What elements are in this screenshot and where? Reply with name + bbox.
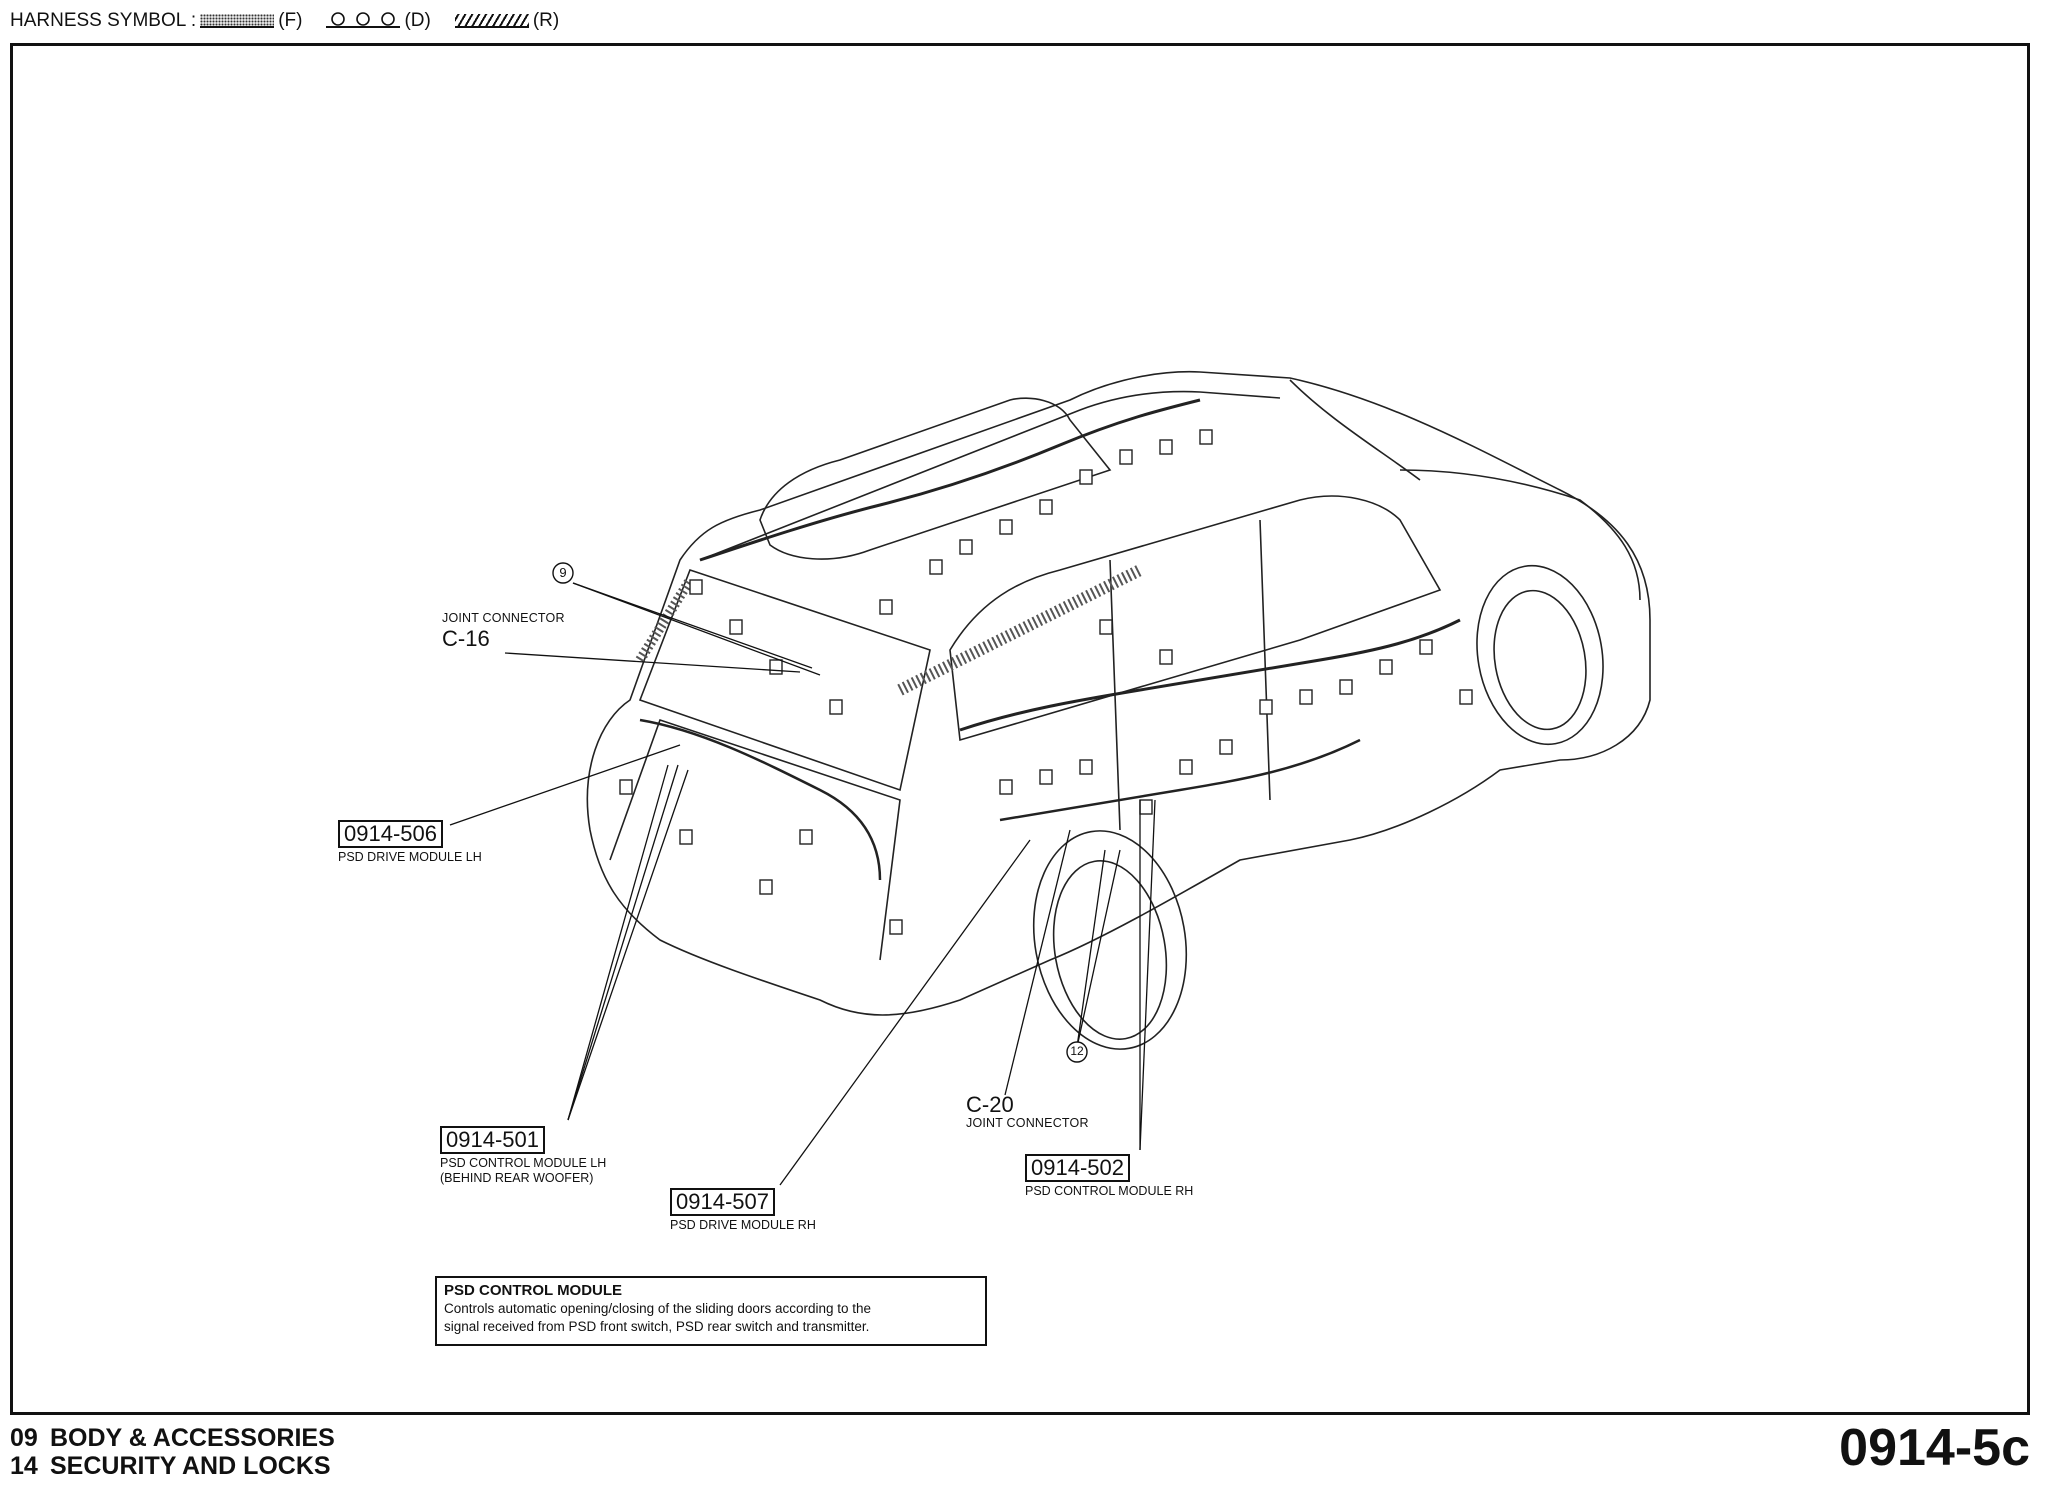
num9-label: 9 <box>559 565 567 580</box>
c20-id: C-20 <box>966 1092 1014 1117</box>
p506-leader <box>449 744 681 826</box>
part-label: PSD CONTROL MODULE RH <box>1025 1184 1194 1198</box>
info-line-2: signal received from PSD front switch, P… <box>444 1319 870 1334</box>
vehicle-body-outline <box>586 370 1651 1016</box>
part-label: PSD CONTROL MODULE LH <box>440 1156 607 1170</box>
sunroof <box>759 397 1112 560</box>
num12-label: 12 <box>1070 1044 1084 1058</box>
part-0914-506: 0914-506 PSD DRIVE MODULE LH <box>338 820 482 865</box>
roof-line <box>699 390 1281 561</box>
p501-leader-a <box>567 764 669 1121</box>
rear-harness <box>639 718 882 881</box>
psd-control-module-info: PSD CONTROL MODULE Controls automatic op… <box>435 1276 987 1346</box>
front-wheel-arch <box>1476 564 1604 746</box>
num9-leader-b <box>572 582 821 676</box>
part-label: PSD DRIVE MODULE LH <box>338 850 482 864</box>
num12-leader-b <box>1076 849 1121 1048</box>
c16-leader <box>504 652 801 673</box>
front-windshield-line <box>1289 379 1421 481</box>
rear-wheel <box>1052 860 1168 1040</box>
footer-section-title: BODY & ACCESSORIES <box>50 1424 335 1452</box>
footer-section-number: 09 <box>10 1424 38 1452</box>
footer-subsection-title: SECURITY AND LOCKS <box>50 1452 331 1480</box>
diagram-frame <box>10 43 2030 1415</box>
side-harness <box>959 618 1461 732</box>
lower-harness <box>999 738 1361 822</box>
info-line-1: Controls automatic opening/closing of th… <box>444 1301 872 1316</box>
front-harness-symbol-icon <box>200 14 275 28</box>
front-hood <box>1399 469 1641 601</box>
legend-label: HARNESS SYMBOL : <box>10 10 197 31</box>
c20-leader <box>1004 829 1071 1096</box>
dash-harness-symbol-icon <box>326 12 401 28</box>
front-wheel <box>1493 589 1587 731</box>
section-footer: 09 BODY & ACCESSORIES 14 SECURITY AND LOCK… <box>10 1424 335 1480</box>
part-id: 0914-502 <box>1025 1154 1130 1182</box>
part-0914-502: 0914-502 PSD CONTROL MODULE RH <box>1025 1154 1193 1199</box>
c16-id: C-16 <box>442 626 490 651</box>
page-code: 0914-5c <box>1839 1419 2030 1477</box>
footer-subsection-number: 14 <box>10 1452 38 1480</box>
c20-caption: JOINT CONNECTOR <box>966 1116 1089 1130</box>
part-0914-501: 0914-501 PSD CONTROL MODULE LH (BEHIND R… <box>440 1126 606 1186</box>
roof-harness <box>699 398 1201 562</box>
num12-marker-icon <box>1066 1041 1088 1063</box>
num9-marker-icon <box>552 562 574 584</box>
legend-dash-code: (D) <box>404 10 431 31</box>
legend-front-code: (F) <box>278 10 303 31</box>
rear-harness-symbol-icon <box>454 14 529 28</box>
part-id: 0914-507 <box>670 1188 775 1216</box>
rear-wheel-arch <box>1032 830 1188 1050</box>
num12-leader-a <box>1076 849 1106 1048</box>
rear-hatched-harness <box>635 577 695 663</box>
sliding-door <box>1109 519 1271 831</box>
p502-leader-b <box>1139 799 1156 1151</box>
c16-caption: JOINT CONNECTOR <box>442 611 565 625</box>
part-id: 0914-501 <box>440 1126 545 1154</box>
part-0914-507: 0914-507 PSD DRIVE MODULE RH <box>670 1188 816 1233</box>
part-label: PSD DRIVE MODULE RH <box>670 1218 816 1232</box>
part-id: 0914-506 <box>338 820 443 848</box>
harness-symbol-legend: HARNESS SYMBOL : (F) (D) (R) <box>10 8 579 34</box>
info-title: PSD CONTROL MODULE <box>444 1282 623 1299</box>
p501-leader-b <box>567 764 679 1121</box>
rear-window <box>638 568 931 792</box>
side-windows <box>949 495 1442 742</box>
part-label-note: (BEHIND REAR WOOFER) <box>440 1171 594 1185</box>
tailgate <box>609 718 901 961</box>
p507-leader <box>779 839 1031 1186</box>
legend-rear-code: (R) <box>532 10 560 31</box>
p501-leader-c <box>567 769 689 1121</box>
